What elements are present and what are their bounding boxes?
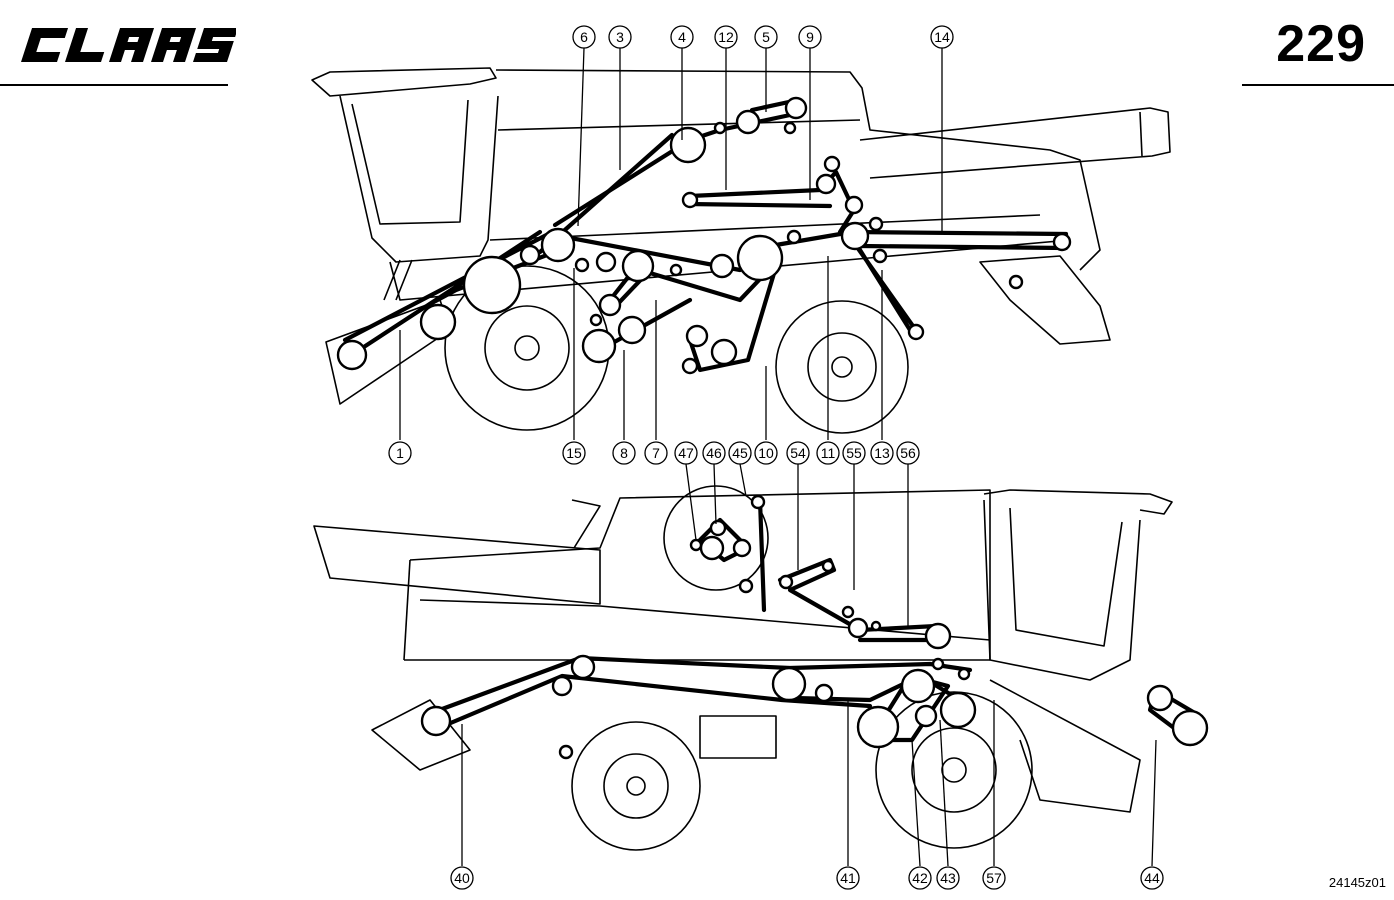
callout-10: 10 [754, 441, 778, 465]
callout-57: 57 [982, 866, 1006, 890]
svg-text:41: 41 [840, 870, 856, 886]
svg-text:45: 45 [732, 445, 748, 461]
callout-11: 11 [816, 441, 840, 465]
svg-text:3: 3 [616, 29, 624, 45]
callouts-bottom-upper: 47 46 45 54 55 56 [674, 441, 920, 465]
svg-text:15: 15 [566, 445, 582, 461]
svg-text:57: 57 [986, 870, 1002, 886]
callout-55: 55 [842, 441, 866, 465]
svg-text:55: 55 [846, 445, 862, 461]
page-number: 229 [1276, 15, 1366, 73]
callout-41: 41 [836, 866, 860, 890]
pulleys-top [336, 96, 1072, 375]
callout-5: 5 [754, 25, 778, 49]
callout-54: 54 [786, 441, 810, 465]
belt-drives-bottom [431, 497, 1203, 743]
callout-45: 45 [728, 441, 752, 465]
svg-text:46: 46 [706, 445, 722, 461]
callout-46: 46 [702, 441, 726, 465]
drawing-reference-code: 24145z01 [1328, 875, 1386, 890]
callout-9: 9 [798, 25, 822, 49]
header-rule-right [1242, 84, 1394, 86]
machine-outline-top [311, 67, 1171, 434]
callouts-top-upper: 6 3 4 12 5 9 14 [572, 25, 954, 49]
svg-text:4: 4 [678, 29, 686, 45]
svg-text:40: 40 [454, 870, 470, 886]
claas-logo [21, 28, 236, 62]
combine-diagram-top: 6 3 4 12 5 9 14 1 15 8 7 10 11 13 [311, 25, 1171, 465]
svg-text:44: 44 [1144, 870, 1160, 886]
svg-text:42: 42 [912, 870, 928, 886]
svg-text:54: 54 [790, 445, 806, 461]
svg-text:43: 43 [940, 870, 956, 886]
svg-text:13: 13 [874, 445, 890, 461]
callout-12: 12 [714, 25, 738, 49]
callout-3: 3 [608, 25, 632, 49]
svg-text:47: 47 [678, 445, 694, 461]
callout-42: 42 [908, 866, 932, 890]
pulleys-bottom [420, 494, 1209, 760]
combine-diagram-bottom: 47 46 45 54 55 56 40 41 42 43 57 44 [313, 441, 1209, 890]
callout-7: 7 [644, 441, 668, 465]
callouts-bottom-lower: 40 41 42 43 57 44 [450, 866, 1164, 890]
svg-text:14: 14 [934, 29, 950, 45]
callout-14: 14 [930, 25, 954, 49]
callout-40: 40 [450, 866, 474, 890]
svg-text:5: 5 [762, 29, 770, 45]
svg-text:11: 11 [821, 445, 836, 461]
svg-text:12: 12 [718, 29, 734, 45]
svg-text:1: 1 [396, 445, 404, 461]
svg-text:8: 8 [620, 445, 628, 461]
callout-56: 56 [896, 441, 920, 465]
callout-6: 6 [572, 25, 596, 49]
svg-text:9: 9 [806, 29, 814, 45]
svg-text:10: 10 [758, 445, 774, 461]
callout-13: 13 [870, 441, 894, 465]
leader-lines-bottom [461, 463, 1157, 867]
callout-4: 4 [670, 25, 694, 49]
callout-15: 15 [562, 441, 586, 465]
callout-8: 8 [612, 441, 636, 465]
callout-1: 1 [388, 441, 412, 465]
callout-43: 43 [936, 866, 960, 890]
callout-47: 47 [674, 441, 698, 465]
svg-text:56: 56 [900, 445, 916, 461]
header-rule-left [0, 84, 228, 86]
leader-lines-top [399, 47, 943, 440]
svg-text:7: 7 [652, 445, 660, 461]
svg-text:6: 6 [580, 29, 588, 45]
callout-44: 44 [1140, 866, 1164, 890]
callouts-top-lower: 1 15 8 7 10 11 13 [388, 441, 894, 465]
